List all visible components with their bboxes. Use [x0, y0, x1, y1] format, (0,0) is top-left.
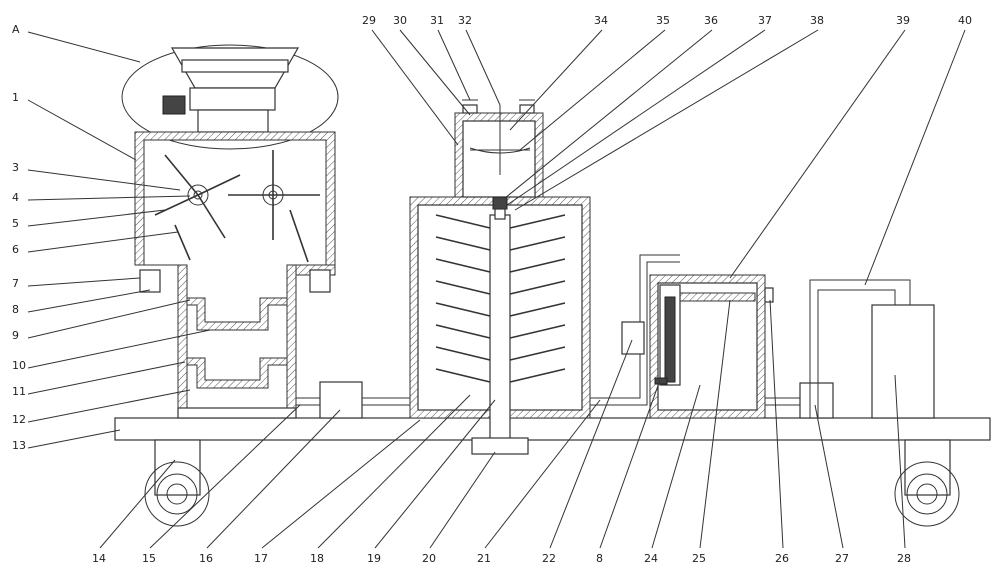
base-plate	[114, 417, 991, 441]
mixing-blades-right	[509, 214, 566, 383]
label-10: 10	[12, 359, 26, 372]
label-3: 3	[12, 161, 19, 174]
label-36: 36	[704, 14, 718, 27]
label-16: 16	[199, 552, 213, 565]
label-29: 29	[362, 14, 376, 27]
label-A: A	[12, 23, 20, 36]
label-8-left: 8	[12, 303, 19, 316]
label-31: 31	[430, 14, 444, 27]
label-39: 39	[896, 14, 910, 27]
storage-unit	[765, 279, 935, 419]
mixing-blades-left	[435, 214, 491, 383]
label-32: 32	[458, 14, 472, 27]
leader-lines	[27, 29, 966, 549]
label-14: 14	[92, 552, 106, 565]
label-24: 24	[644, 552, 658, 565]
crusher-rotor-right	[228, 150, 320, 240]
label-37: 37	[758, 14, 772, 27]
label-13: 13	[12, 439, 26, 452]
label-12: 12	[12, 413, 26, 426]
pipe-pump-16	[296, 381, 412, 419]
label-25: 25	[692, 552, 706, 565]
crusher-unit	[121, 44, 339, 419]
label-22: 22	[542, 552, 556, 565]
label-21: 21	[477, 552, 491, 565]
label-9: 9	[12, 329, 19, 342]
label-30: 30	[393, 14, 407, 27]
left-wheel	[144, 439, 210, 527]
label-11: 11	[12, 385, 26, 398]
right-wheel	[894, 439, 960, 527]
label-26: 26	[775, 552, 789, 565]
label-27: 27	[835, 552, 849, 565]
label-20: 20	[422, 552, 436, 565]
label-5: 5	[12, 217, 19, 230]
label-4: 4	[12, 191, 19, 204]
label-8-bottom: 8	[596, 552, 603, 565]
label-28: 28	[897, 552, 911, 565]
label-38: 38	[810, 14, 824, 27]
label-17: 17	[254, 552, 268, 565]
label-18: 18	[310, 552, 324, 565]
label-40: 40	[958, 14, 972, 27]
label-34: 34	[594, 14, 608, 27]
top-labels: 29 30 31 32 34 35 36 37 38 39 40	[362, 14, 972, 27]
label-1: 1	[12, 91, 19, 104]
mixing-tank	[409, 196, 591, 455]
crusher-rotor-left	[154, 154, 241, 239]
additive-tank	[454, 99, 544, 220]
bottom-labels: 14 15 16 17 18 19 20 21 22 8 24 25 26 27…	[92, 552, 911, 565]
filter-unit	[590, 254, 774, 419]
label-15: 15	[142, 552, 156, 565]
label-6: 6	[12, 243, 19, 256]
label-19: 19	[367, 552, 381, 565]
label-7: 7	[12, 277, 19, 290]
label-35: 35	[656, 14, 670, 27]
left-labels: A 1 3 4 5 6 7 8 9 10 11 12 13	[12, 23, 26, 452]
